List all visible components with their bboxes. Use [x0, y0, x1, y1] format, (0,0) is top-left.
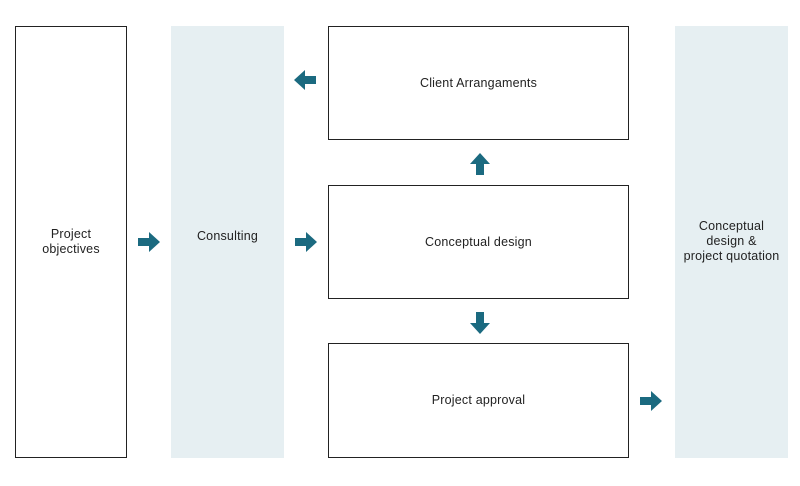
- arrow-right-icon: [136, 229, 162, 255]
- client-arrangements-label: Client Arrangaments: [419, 75, 538, 90]
- arrow-right-icon: [293, 229, 319, 255]
- quotation-panel: Conceptual design & project quotation: [675, 26, 788, 458]
- client-arrangements-box: Client Arrangaments: [328, 26, 629, 140]
- project-objectives-label: Project objectives: [42, 227, 100, 256]
- project-approval-box: Project approval: [328, 343, 629, 458]
- consulting-label: Consulting: [196, 229, 259, 243]
- conceptual-design-label: Conceptual design: [425, 234, 532, 249]
- conceptual-design-box: Conceptual design: [328, 185, 629, 299]
- arrow-down-icon: [467, 310, 493, 336]
- arrow-right-icon: [638, 388, 664, 414]
- project-approval-label: Project approval: [431, 393, 526, 407]
- arrow-left-icon: [292, 67, 318, 93]
- project-objectives-box: Project objectives: [15, 26, 127, 458]
- arrow-up-icon: [467, 151, 493, 177]
- consulting-panel: Consulting: [171, 26, 284, 458]
- quotation-label: Conceptual design & project quotation: [683, 219, 780, 263]
